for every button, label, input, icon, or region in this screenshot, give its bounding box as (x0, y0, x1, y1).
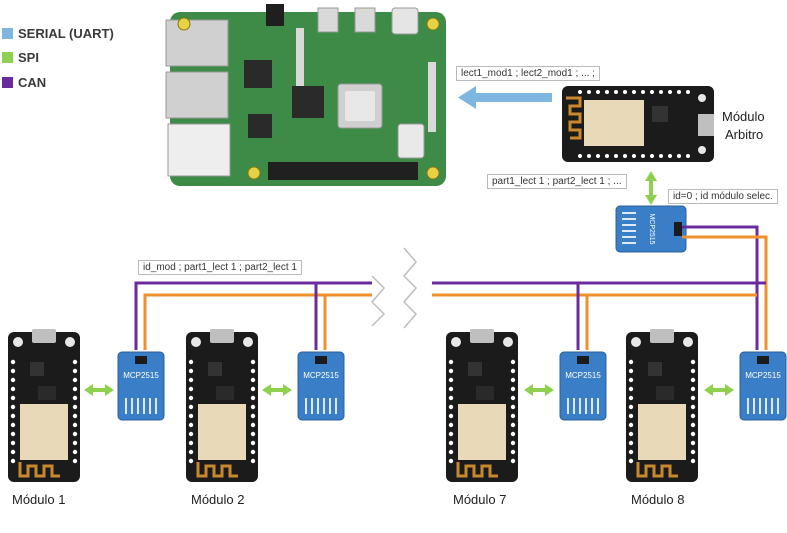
arbiter-mcp (615, 205, 687, 253)
module-2-board (184, 327, 260, 484)
legend-spi-swatch (2, 52, 13, 63)
legend-can-label: CAN (18, 75, 47, 90)
raspberry-pi-board (165, 4, 446, 186)
legend-serial: SERIAL (UART) (2, 26, 114, 41)
module-2-mcp-label: MCP2515 (303, 371, 339, 380)
module-8-mcp-label: MCP2515 (745, 371, 781, 380)
can-bus (134, 225, 768, 350)
legend-spi-label: SPI (18, 50, 39, 65)
module-1-mcp (117, 351, 165, 421)
module-7-spi-arrow (524, 384, 554, 396)
serial-arrow (458, 86, 552, 109)
module-7-mcp-label: MCP2515 (565, 371, 601, 380)
module-1-board (6, 327, 82, 484)
module-8-mcp (739, 351, 787, 421)
bus-break-mark (370, 247, 418, 329)
module-1-mcp-label: MCP2515 (123, 371, 159, 380)
bus-message: id_mod ; part1_lect 1 ; part2_lect 1 (138, 260, 302, 275)
module-8-board (624, 327, 700, 484)
module-2-mcp (297, 351, 345, 421)
arbiter-spi-message: part1_lect 1 ; part2_lect 1 ; ... (487, 174, 627, 189)
legend-can-swatch (2, 77, 13, 88)
arbiter-can-message: id=0 ; id módulo selec. (668, 189, 778, 204)
serial-message: lect1_mod1 ; lect2_mod1 ; ... ; (456, 66, 600, 81)
legend-serial-label: SERIAL (UART) (18, 26, 114, 41)
legend-spi: SPI (2, 50, 39, 65)
arbiter-label-line2: Arbitro (725, 127, 764, 142)
legend-can: CAN (2, 75, 46, 90)
module-7-board (444, 327, 520, 484)
arbiter-board (562, 86, 714, 162)
module-7-mcp (559, 351, 607, 421)
module-7-label: Módulo 7 (453, 492, 507, 507)
module-1-label: Módulo 1 (12, 492, 66, 507)
module-2-label: Módulo 2 (191, 492, 245, 507)
module-8-label: Módulo 8 (631, 492, 685, 507)
module-8-spi-arrow (704, 384, 734, 396)
arbiter-spi-arrow (645, 171, 657, 205)
legend-serial-swatch (2, 28, 13, 39)
module-1-spi-arrow (84, 384, 114, 396)
arbiter-label-line1: Módulo (722, 109, 765, 124)
arbiter-mcp-label: MCP2515 (648, 213, 655, 244)
module-2-spi-arrow (262, 384, 292, 396)
